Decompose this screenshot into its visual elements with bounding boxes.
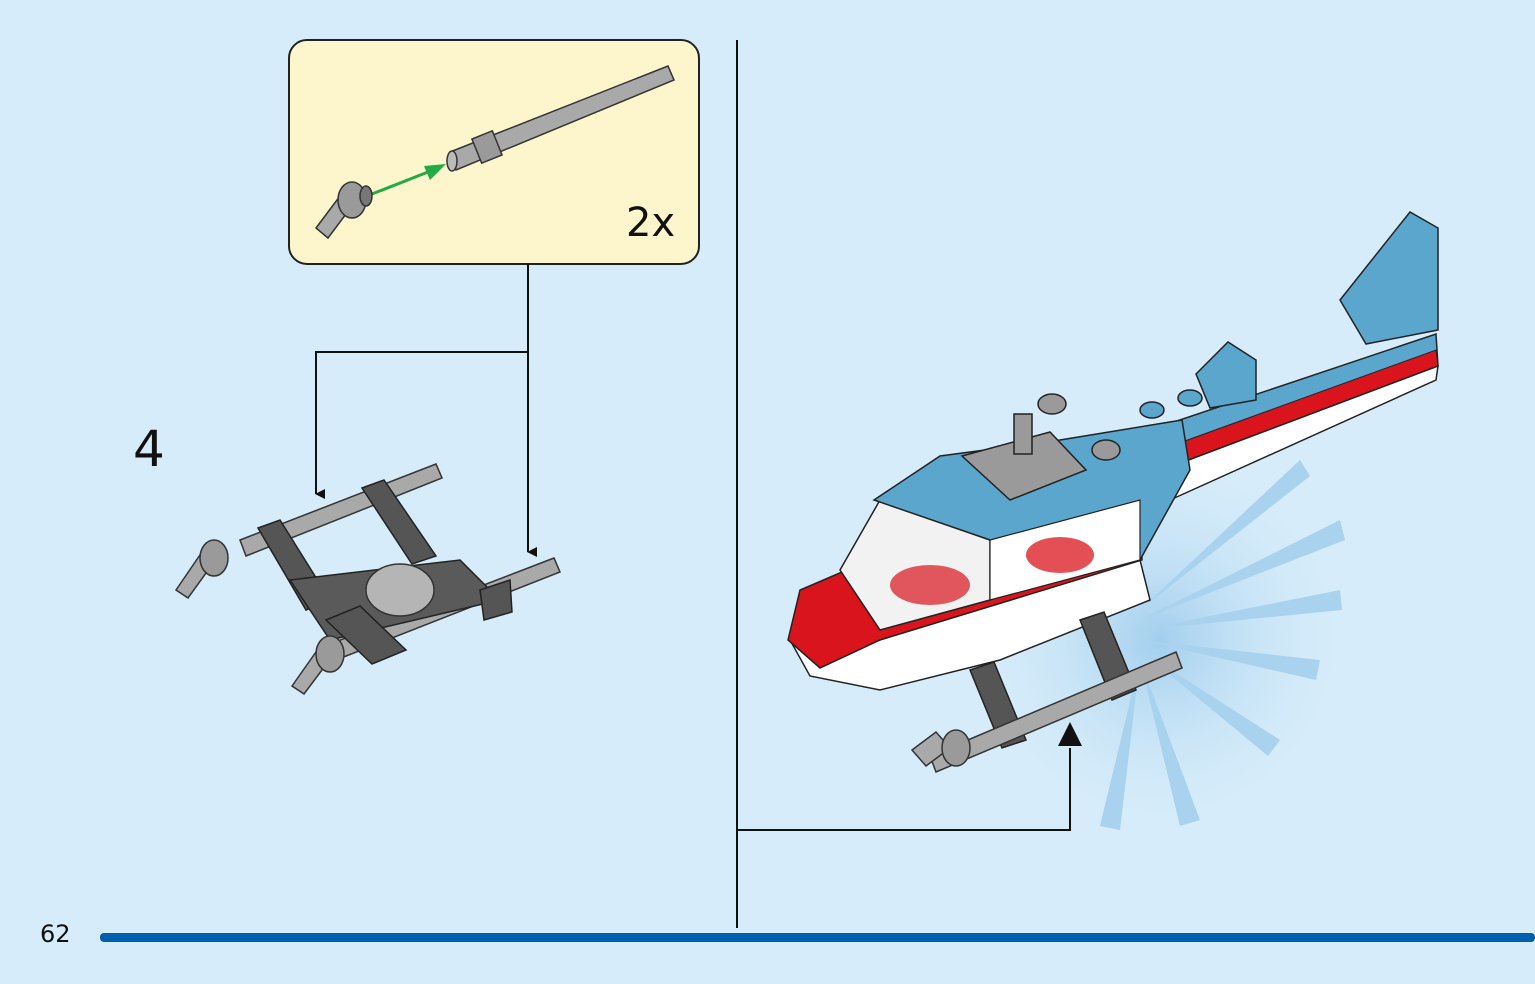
callout-multiplier: 2x — [626, 200, 676, 246]
bottom-accent-bar — [100, 933, 1535, 942]
page-number: 62 — [40, 920, 71, 948]
axle-part-icon — [446, 65, 675, 172]
skid-connector-line — [737, 748, 1071, 831]
assembly-arrow — [371, 170, 429, 196]
step-number: 4 — [133, 420, 165, 478]
callout-connector-lines — [315, 264, 529, 499]
helicopter-model-icon — [787, 211, 1439, 773]
landing-skid-assembly-icon — [174, 463, 561, 696]
connector-part-icon — [314, 181, 373, 240]
